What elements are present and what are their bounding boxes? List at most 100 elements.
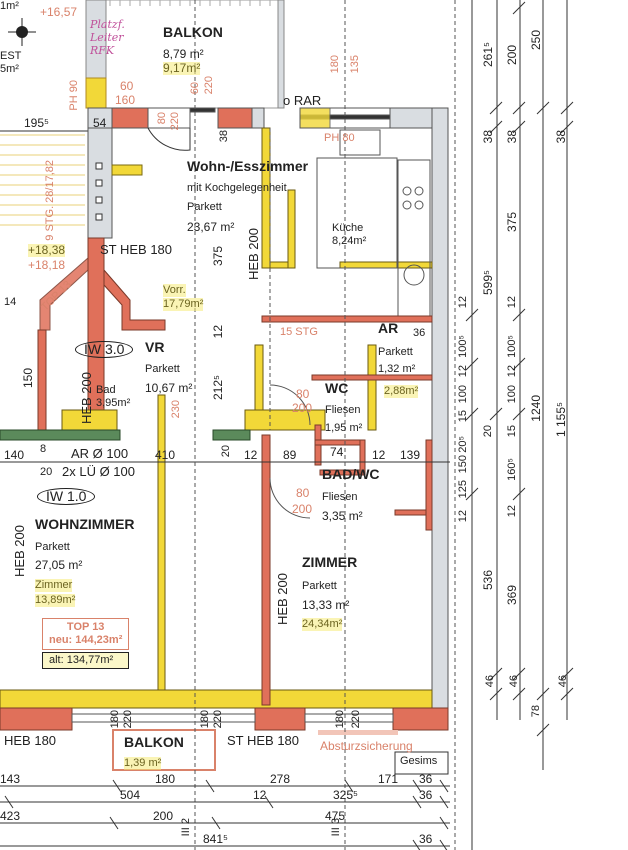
dim-14: 14 xyxy=(4,296,17,308)
room-area-new: 24,34m² xyxy=(302,618,343,631)
balcony-top-area: 8,79 m² xyxy=(163,47,204,61)
bathroom-title: BAD/WC xyxy=(322,466,380,482)
win1-width: 180 xyxy=(109,710,121,729)
fall-protection xyxy=(318,730,398,735)
dim-3255: 325⁵ xyxy=(333,788,358,802)
room-area: 13,33 m² xyxy=(302,598,350,612)
dim-38-wall: 38 xyxy=(218,130,230,143)
kitchen-area: 8,24m² xyxy=(332,235,367,247)
window-width-60b: 60 xyxy=(189,82,201,95)
dim-12-hall: 12 xyxy=(211,325,225,339)
shaft-squares xyxy=(95,162,103,221)
rdim-c3-78: 78 xyxy=(530,705,542,718)
dim-74: 74 xyxy=(330,445,344,459)
walls-red-mid xyxy=(261,315,433,706)
dim-8415: 841⁵ xyxy=(203,832,228,846)
rdim-c4-11555: 1 155⁵ xyxy=(554,402,568,438)
win2-width: 180 xyxy=(199,710,211,729)
wall-green-left xyxy=(0,429,121,441)
win3-width: 180 xyxy=(334,710,346,729)
vr-area: 10,67 m² xyxy=(145,381,193,395)
wc-area: 1,95 m² xyxy=(325,422,363,434)
dim-12-mid-a: 12 xyxy=(244,448,258,462)
rdim-c2-375: 375 xyxy=(505,212,519,233)
rar-label: o RAR xyxy=(283,93,322,108)
storage-title: AR xyxy=(378,320,399,336)
dim-150: 150 xyxy=(21,368,35,389)
rdim-c1-46: 46 xyxy=(484,675,496,688)
balcony-bottom-area: 1,39 m² xyxy=(124,757,162,770)
dim-12-mid-b: 12 xyxy=(372,448,386,462)
rdim-c0-100: 100 xyxy=(457,385,469,404)
hall-title: Vorr. xyxy=(163,284,186,297)
dim-171: 171 xyxy=(378,772,399,786)
rdim-c2-12a: 12 xyxy=(506,296,518,309)
dim-2125: 212⁵ xyxy=(211,375,225,400)
partial-area2-label: 5m² xyxy=(0,63,19,75)
heb-200-label-3: HEB 200 xyxy=(12,525,27,578)
dim-180: 180 xyxy=(155,772,176,786)
ar-pipe-label: AR Ø 100 xyxy=(71,446,129,461)
window-height-220: 220 xyxy=(203,76,215,95)
wall-balcony-right xyxy=(277,0,285,109)
rdim-c2-200: 200 xyxy=(505,45,519,66)
rdim-c0-1005: 100⁵ xyxy=(457,335,469,358)
bath-small-title: Bad xyxy=(96,384,116,396)
rdim-c0-15: 15 xyxy=(457,410,469,423)
door-arcs xyxy=(269,384,311,519)
partial-area-label: 1m² xyxy=(0,0,19,12)
wall-red-bath xyxy=(37,329,47,436)
dim-143: 143 xyxy=(0,772,21,786)
balcony-top-title: BALKON xyxy=(163,24,223,40)
kitchen-title: Küche xyxy=(332,222,364,234)
walls-yellow xyxy=(0,127,433,709)
dim-375-room: 375 xyxy=(211,246,225,267)
heb-200-label-2: HEB 200 xyxy=(79,372,94,425)
dim-135-kitchen: 135 xyxy=(349,55,361,74)
balcony-bottom-title: BALKON xyxy=(124,734,184,750)
livingroom-old-name: Zimmer xyxy=(35,579,73,592)
handwritten-note: Platzf. Leiter RFK xyxy=(90,18,125,57)
door-height-220: 220 xyxy=(169,112,181,131)
bath-small-area: 3,95m² xyxy=(96,397,131,409)
livingroom-old-area: 13,89m² xyxy=(35,594,76,607)
win1-height: 220 xyxy=(122,710,134,729)
heb-200-label-4: HEB 200 xyxy=(275,573,290,626)
bathroom-door-width: 80 xyxy=(296,486,310,500)
dim-504: 504 xyxy=(120,788,141,802)
rdim-c1-2615: 261⁵ xyxy=(481,42,495,67)
ph-90-label: PH 90 xyxy=(68,80,80,111)
bathroom-floor: Fliesen xyxy=(322,491,358,503)
door-swing-balcony xyxy=(147,127,191,151)
hall-area: 17,79m² xyxy=(163,298,204,311)
rdim-c1-20: 20 xyxy=(482,425,494,438)
rdim-c4-46: 46 xyxy=(557,675,569,688)
rdim-c0-12c: 12 xyxy=(457,510,469,523)
rdim-c3-1240: 1240 xyxy=(529,395,543,422)
axis-lines xyxy=(194,0,456,850)
living-dining-sub: mit Kochgelegenheit xyxy=(187,182,287,194)
apartment-title: TOP 13 xyxy=(66,621,105,633)
cornice xyxy=(394,751,449,775)
partial-room-label: EST xyxy=(0,50,22,62)
wc-floor: Fliesen xyxy=(325,404,361,416)
fall-protection-label: Absturzsicherung xyxy=(320,739,413,753)
room-floor: Parkett xyxy=(302,580,337,592)
rdim-c3-250: 250 xyxy=(529,30,543,51)
storage-area: 1,32 m² xyxy=(378,363,416,375)
rdim-c2-12c: 12 xyxy=(506,505,518,518)
dim-36-storage: 36 xyxy=(413,327,426,339)
dim-140: 140 xyxy=(4,448,25,462)
dim-410: 410 xyxy=(155,448,176,462)
dim-200-bottom: 200 xyxy=(153,809,174,823)
win2-height: 220 xyxy=(212,710,224,729)
dim-36-r4: 36 xyxy=(419,832,433,846)
rdim-c4-38: 38 xyxy=(554,130,568,144)
rdim-c1-5995: 599⁵ xyxy=(481,270,495,295)
window-height-160: 160 xyxy=(115,93,136,107)
apartment-area-new: TOP 13 neu: 144,23m² xyxy=(42,618,130,650)
window-ph90 xyxy=(85,77,107,109)
ventilation-pipe-label: 2x LÜ Ø 100 xyxy=(62,464,135,479)
